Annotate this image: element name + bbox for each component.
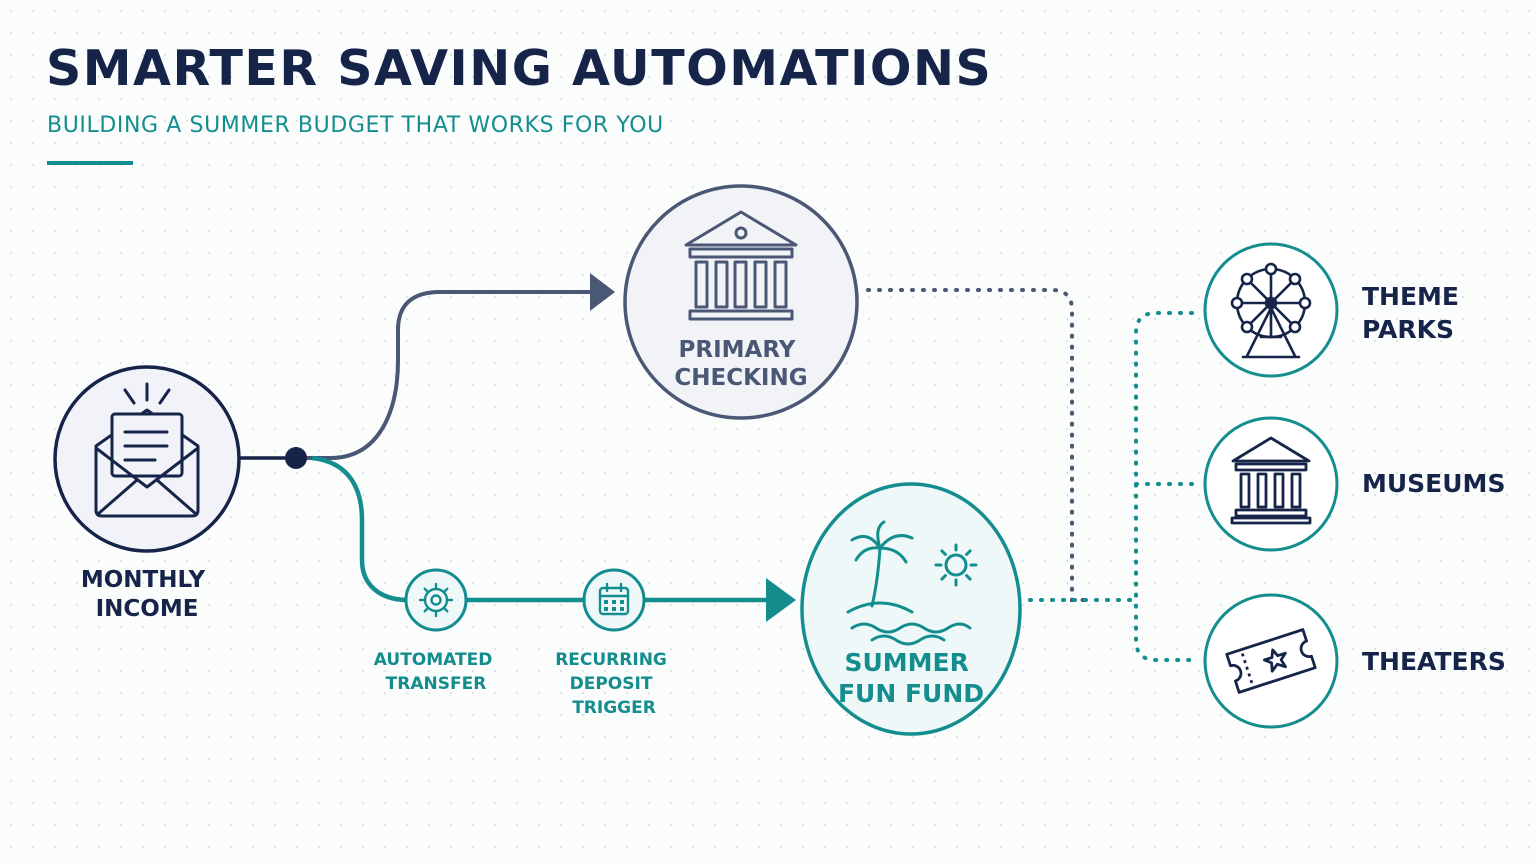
museums-label: MUSEUMS (1362, 469, 1505, 498)
checking-circle (623, 184, 859, 420)
deposit-label-line2: DEPOSIT (570, 674, 653, 694)
deposit-label: RECURRING DEPOSIT TRIGGER (555, 650, 673, 718)
ticket-icon (1225, 628, 1317, 694)
checking-label-line2: CHECKING (674, 365, 807, 391)
museum-icon (1230, 436, 1312, 525)
fund-label-line1: SUMMER (844, 648, 968, 677)
income-label: MONTHLY INCOME (81, 567, 213, 622)
fund-label-line2: FUN FUND (838, 679, 984, 708)
deposit-step: RECURRING DEPOSIT TRIGGER (555, 568, 673, 718)
fund-node: SUMMER FUN FUND (800, 482, 1022, 736)
calendar-icon (598, 582, 630, 616)
branch-dotted-trunk (1134, 311, 1194, 662)
checking-arrowhead (590, 273, 615, 311)
destination-museums: MUSEUMS (1203, 416, 1505, 552)
savings-arrowhead (766, 578, 796, 622)
theme-parks-label-line2: PARKS (1362, 315, 1454, 344)
title-underline (47, 161, 133, 165)
envelope-letter-icon (94, 382, 200, 518)
deposit-label-line3: TRIGGER (572, 698, 656, 718)
gear-icon (418, 582, 454, 618)
income-label-line2: INCOME (96, 596, 199, 622)
theme-parks-label-line1: THEME (1362, 282, 1459, 311)
transfer-step-circle (404, 568, 468, 632)
split-junction-dot (285, 447, 307, 469)
connectors (240, 273, 1194, 662)
page-subtitle: BUILDING A SUMMER BUDGET THAT WORKS FOR … (47, 113, 664, 138)
page-title: SMARTER SAVING AUTOMATIONS (46, 40, 993, 97)
bank-building-icon (684, 210, 798, 321)
palm-island-sun-icon (846, 520, 978, 646)
checking-label-line1: PRIMARY (679, 337, 796, 363)
income-node: MONTHLY INCOME (53, 365, 241, 622)
deposit-label-line1: RECURRING (555, 650, 667, 670)
theaters-circle (1203, 593, 1339, 729)
destination-theaters: THEATERS (1203, 593, 1506, 729)
checking-flow-line (296, 290, 592, 460)
checking-node: PRIMARY CHECKING (623, 184, 859, 420)
theme-parks-label: THEME PARKS (1362, 282, 1468, 344)
transfer-label-line2: TRANSFER (386, 674, 487, 694)
transfer-step: AUTOMATED TRANSFER (374, 568, 498, 694)
theaters-label: THEATERS (1362, 647, 1506, 676)
transfer-label: AUTOMATED TRANSFER (374, 650, 498, 694)
fund-label: SUMMER FUN FUND (838, 648, 984, 708)
fund-circle (800, 482, 1022, 736)
destination-theme-parks: THEME PARKS (1203, 242, 1468, 378)
transfer-label-line1: AUTOMATED (374, 650, 493, 670)
ferris-wheel-icon (1230, 262, 1312, 359)
checking-label: PRIMARY CHECKING (674, 337, 807, 391)
savings-flow-line (311, 455, 768, 603)
income-label-line1: MONTHLY (81, 567, 206, 593)
